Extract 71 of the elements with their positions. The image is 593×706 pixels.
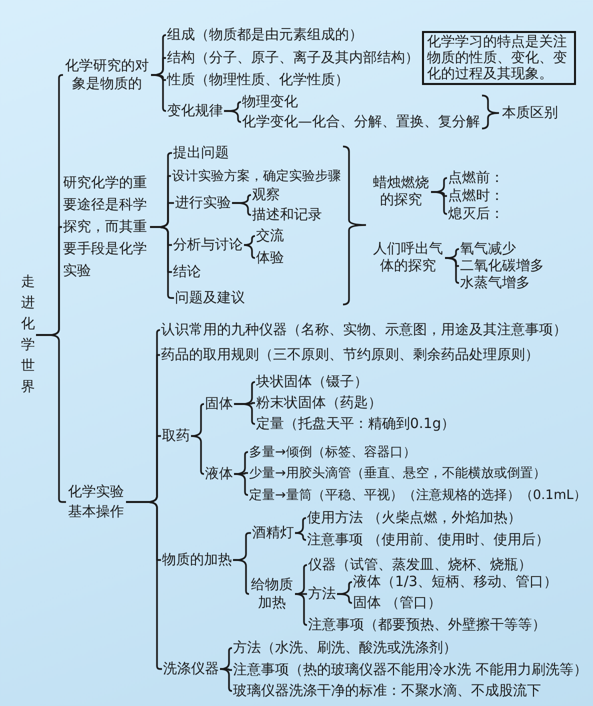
topic-text: 性质（物理性质、化学性质） [167, 72, 349, 88]
note-box: 化学学习的特点是关注物质的性质、变化、变化的过程及其现象。 [422, 31, 576, 85]
topic-text: 使用方法 （火柴点燃，外焰加热） [307, 510, 522, 526]
topic-text: 化学变化—化合、分解、置换、复分解 [242, 114, 480, 130]
brace-line [295, 593, 307, 595]
topic-text: 认识常用的九种仪器（名称、实物、示意图，用途及其注意事项） [161, 322, 567, 338]
topic-text: 仪器（试管、蒸发皿、烧杯、烧瓶） [308, 556, 532, 574]
brace-line [337, 593, 353, 604]
topic-text: 定量→量筒（平稳、平视）（注意规格的选择）（0.1mL） [249, 486, 586, 504]
topic-text: 蜡烛燃烧的探究 [372, 175, 430, 209]
summary-text: 本质区别 [502, 104, 558, 122]
topic-text: 物质的加热 [162, 552, 232, 568]
topic-text: 取药 [162, 428, 190, 444]
topic-text: 氧气减少 [460, 240, 516, 258]
topic-text: 结构（分子、原子、离子及其内部结构） [167, 50, 419, 66]
topic-text: 方法 [308, 586, 336, 602]
brace-line [294, 593, 308, 626]
topic-text: 二氧化碳增多 [460, 258, 544, 274]
branch-heading: 化学研究的对象是物质的 [64, 57, 150, 93]
topic-text: 注意事项（热的玻璃仪器不能用冷水洗 不能用力刷洗等） [233, 662, 588, 678]
topic-text: 少量→用胶头滴管（垂直、悬空，不能横放或倒置） [249, 464, 546, 482]
vertical-heading: 走进化学世界 [21, 272, 35, 398]
topic-text: 酒精灯 [252, 524, 294, 542]
topic-text: 点燃前： [448, 170, 504, 186]
branch-heading: 化学实验基本操作 [67, 482, 125, 522]
brace-line [224, 110, 242, 123]
topic-text: 描述和记录 [252, 206, 322, 224]
brace-line [232, 202, 252, 216]
brace-line [234, 403, 256, 425]
topic-text: 水蒸气增多 [460, 274, 530, 292]
topic-text: 观察 [252, 186, 280, 204]
topic-text: 体验 [256, 250, 284, 266]
topic-text: 注意事项 （使用前、使用时、使用后） [307, 532, 550, 548]
topic-text: 洗涤仪器 [163, 660, 219, 678]
topic-text: 组成（物质都是由元素组成的） [167, 26, 363, 44]
topic-text: 块状固体（镊子） [256, 374, 368, 390]
topic-text: 分析与讨论 [173, 236, 243, 254]
topic-text: 点燃时： [448, 188, 504, 204]
brace-line [219, 668, 233, 692]
branch-heading: 研究化学的重要途径是科学探究，而其重要手段是化学实验 [63, 172, 149, 282]
topic-text: 定量（托盘天平：精确到0.1g） [256, 416, 456, 432]
brace-line [233, 559, 250, 595]
topic-text: 粉末状固体（药匙） [256, 394, 382, 412]
brace-line [190, 435, 205, 475]
topic-text: 物理变化 [242, 94, 298, 110]
topic-text: 给物质加热 [250, 576, 294, 612]
topic-text: 人们呼出气体的探究 [372, 241, 444, 275]
topic-text: 进行实验 [175, 194, 231, 212]
topic-text: 液体 [205, 466, 233, 482]
topic-text: 注意事项（都要预热、外壁擦干等等） [308, 616, 546, 634]
topic-text: 液体（1/3、短柄、移动、管口） [353, 574, 558, 590]
topic-text: 提出问题 [173, 144, 229, 162]
topic-text: 熄灭后： [448, 206, 504, 222]
brace-line [445, 257, 460, 284]
topic-text: 固体 [205, 396, 233, 412]
brace-line [151, 74, 167, 112]
brace-line [234, 473, 249, 496]
topic-text: 多量→倾倒（标签、容器口） [249, 444, 416, 460]
topic-text: 药品的取用规则（三不原则、节约原则、剩余药品处理原则） [161, 346, 539, 364]
topic-text: 方法（水洗、刷洗、酸洗或洗涤剂） [233, 640, 457, 656]
topic-text: 交流 [256, 228, 284, 244]
topic-text: 问题及建议 [175, 290, 245, 306]
brace-line [243, 235, 256, 246]
brace-line [243, 244, 256, 259]
topic-text: 固体 （管口） [353, 594, 442, 612]
topic-text: 结论 [173, 264, 201, 280]
topic-text: 设计实验方案，确定实验步骤 [172, 168, 341, 184]
brace-line [294, 532, 307, 541]
topic-text: 玻璃仪器洗涤干净的标准：不聚水滴、不成股流下 [233, 682, 541, 700]
topic-text: 变化规律 [167, 102, 223, 120]
brace-line [431, 191, 448, 215]
